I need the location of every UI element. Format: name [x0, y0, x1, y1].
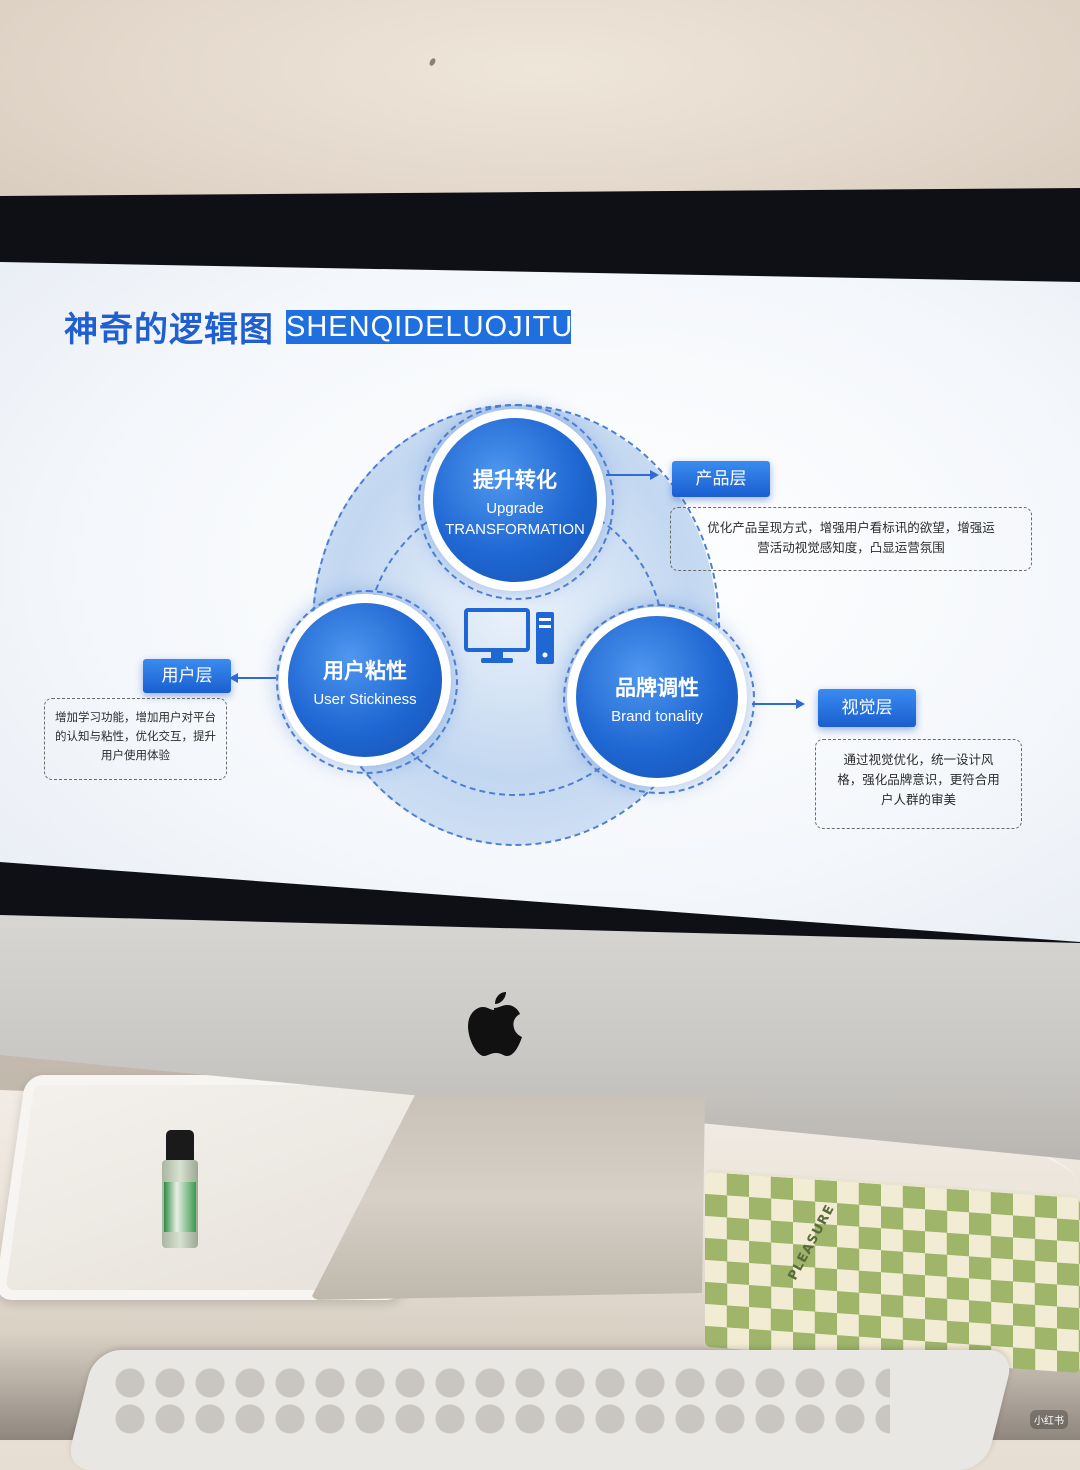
user-arrow-head	[229, 673, 238, 683]
keyboard-keys	[110, 1365, 890, 1435]
right-node-ring	[563, 604, 755, 794]
node-user-stickiness: 用户粘性 User Stickiness	[288, 603, 442, 757]
node-top-en2: TRANSFORMATION	[445, 521, 585, 538]
visual-desc-line2: 格，强化品牌意识，更符合用	[837, 772, 1000, 787]
visual-desc-line3: 户人群的审美	[880, 792, 956, 807]
user-layer-tag: 用户层	[143, 659, 231, 693]
bottle-label	[164, 1182, 196, 1232]
node-upgrade-transformation: 提升转化 Upgrade TRANSFORMATION	[433, 418, 597, 582]
product-arrow-head	[650, 470, 659, 480]
apple-logo-icon	[468, 992, 522, 1056]
visual-layer-tag: 视觉层	[818, 689, 916, 727]
product-arrow-line	[606, 474, 652, 476]
product-layer-tag: 产品层	[672, 461, 770, 497]
visual-arrow-line	[752, 703, 798, 705]
slide-badge: SHENQIDELUOJITU	[286, 310, 574, 344]
user-desc-line2: 的认知与粘性，优化交互，提升	[55, 729, 216, 743]
node-top-cn: 提升转化	[473, 467, 557, 492]
watermark: 小红书	[1030, 1410, 1068, 1429]
user-desc-line1: 增加学习功能，增加用户对平台	[55, 710, 216, 724]
node-brand-tonality: 品牌调性 Brand tonality	[576, 616, 738, 778]
left-node-ring	[276, 590, 458, 774]
visual-desc-line1: 通过视觉优化，统一设计风	[843, 752, 994, 767]
small-bottle	[160, 1130, 200, 1248]
product-desc-line2: 营活动视觉感知度，凸显运营氛围	[757, 540, 945, 555]
node-left-en: User Stickiness	[313, 691, 417, 708]
checkered-notebook	[705, 1171, 1080, 1374]
product-layer-description: 优化产品呈现方式，增强用户看标讯的欲望，增强运 营活动视觉感知度，凸显运营氛围	[670, 507, 1032, 571]
slide-title: 神奇的逻辑图	[64, 310, 274, 350]
user-layer-description: 增加学习功能，增加用户对平台 的认知与粘性，优化交互，提升 用户使用体验	[44, 698, 227, 780]
user-arrow-line	[236, 677, 276, 679]
visual-layer-description: 通过视觉优化，统一设计风 格，强化品牌意识，更符合用 户人群的审美	[815, 739, 1022, 829]
product-desc-line1: 优化产品呈现方式，增强用户看标讯的欲望，增强运	[707, 520, 995, 535]
bottle-cap	[166, 1130, 194, 1162]
node-left-cn: 用户粘性	[323, 658, 407, 683]
top-node-ring	[418, 404, 614, 600]
visual-arrow-head	[796, 699, 805, 709]
user-desc-line3: 用户使用体验	[101, 748, 170, 762]
node-right-cn: 品牌调性	[615, 675, 699, 700]
desktop-computer-icon	[464, 608, 554, 664]
node-top-en1: Upgrade	[486, 500, 544, 517]
node-right-en: Brand tonality	[611, 708, 703, 725]
